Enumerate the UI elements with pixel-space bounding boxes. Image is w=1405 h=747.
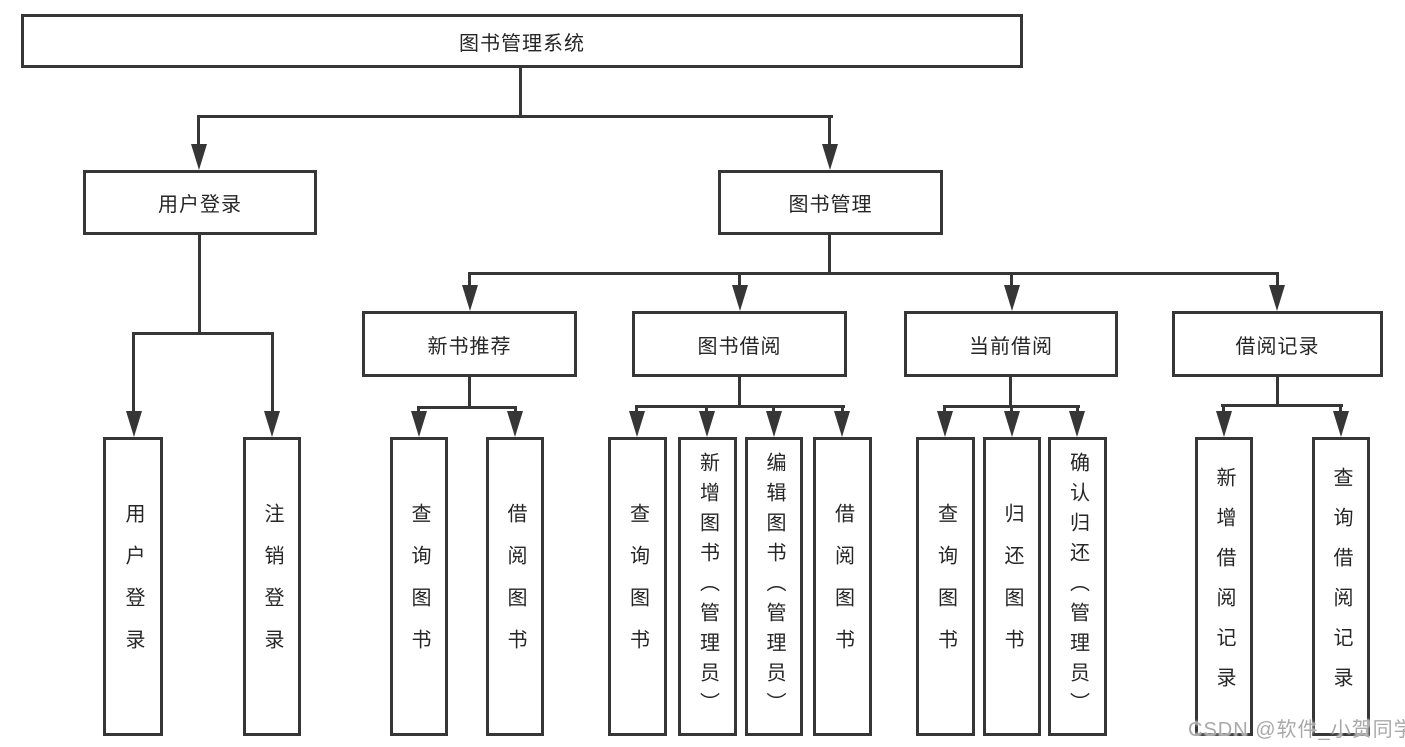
leaf-add-books-admin-label: 新增图书（管理员）: [696, 451, 719, 722]
leaf-query-borrow-record: 查询借阅记录: [1312, 437, 1370, 736]
leaf-query-books-recommend-label: 查询图书: [408, 502, 430, 671]
leaf-user-login: 用户登录: [103, 437, 163, 736]
node-current-borrowing-label: 当前借阅: [969, 335, 1053, 358]
leaf-borrow-books-recommend: 借阅图书: [486, 437, 544, 736]
arrowhead-icon: [699, 411, 715, 437]
arrowhead-icon: [1004, 285, 1020, 311]
connector-line: [519, 66, 522, 117]
connector-line: [705, 405, 708, 414]
node-borrowing-records: 借阅记录: [1172, 311, 1383, 377]
connector-line: [772, 405, 775, 414]
connector-line: [417, 406, 517, 409]
leaf-borrow-books-recommend-label: 借阅图书: [504, 502, 526, 671]
connector-line: [1010, 272, 1013, 288]
node-book-borrowing: 图书借阅: [632, 311, 847, 377]
connector-line: [417, 406, 420, 414]
connector-line: [1010, 405, 1013, 414]
connector-line: [1276, 272, 1279, 288]
leaf-query-books-recommend: 查询图书: [390, 437, 448, 736]
leaf-add-borrow-record-label: 新增借阅记录: [1213, 466, 1235, 707]
connector-line: [132, 332, 135, 413]
connector-line: [738, 377, 741, 408]
connector-line: [828, 115, 831, 149]
arrowhead-icon: [766, 411, 782, 437]
connector-line: [1221, 404, 1343, 407]
arrowhead-icon: [1004, 411, 1020, 437]
leaf-query-borrow-record-label: 查询借阅记录: [1330, 466, 1352, 707]
connector-line: [197, 115, 200, 149]
leaf-add-borrow-record: 新增借阅记录: [1195, 437, 1253, 736]
node-new-book-recommendation: 新书推荐: [362, 311, 577, 377]
leaf-edit-books-admin-label: 编辑图书（管理员）: [763, 451, 785, 722]
leaf-borrow-books-label: 借阅图书: [831, 502, 854, 671]
node-new-book-recommendation-label: 新书推荐: [427, 335, 512, 358]
arrowhead-icon: [126, 411, 142, 437]
leaf-query-books-current-label: 查询图书: [934, 502, 957, 671]
connector-line: [943, 405, 946, 414]
node-library-system: 图书管理系统: [21, 14, 1023, 68]
connector-line: [1276, 377, 1279, 407]
arrowhead-icon: [822, 144, 838, 170]
arrowhead-icon: [507, 411, 523, 437]
node-book-management-label: 图书管理: [788, 194, 873, 216]
connector-line: [1222, 404, 1225, 414]
connector-line: [841, 405, 844, 414]
watermark: CSDN @软件_小贺同学: [1188, 719, 1405, 741]
arrowhead-icon: [937, 411, 953, 437]
leaf-user-login-label: 用户登录: [122, 502, 144, 671]
leaf-query-books-borrowing: 查询图书: [608, 437, 667, 736]
node-current-borrowing: 当前借阅: [904, 311, 1118, 377]
arrowhead-icon: [264, 411, 280, 437]
leaf-query-books-current: 查询图书: [916, 437, 975, 736]
node-book-borrowing-label: 图书借阅: [697, 335, 782, 358]
arrowhead-icon: [191, 144, 207, 170]
connector-line: [635, 405, 845, 408]
node-library-system-label: 图书管理系统: [459, 32, 585, 55]
connector-line: [828, 235, 831, 275]
connector-line: [132, 332, 274, 335]
connector-line: [271, 332, 274, 413]
leaf-logout-login-label: 注销登录: [261, 502, 283, 671]
arrowhead-icon: [411, 411, 427, 437]
leaf-logout-login: 注销登录: [243, 437, 301, 736]
leaf-confirm-return-admin-label: 确认归还（管理员）: [1066, 451, 1089, 722]
connector-line: [1009, 377, 1012, 408]
arrowhead-icon: [732, 285, 748, 311]
leaf-return-books: 归还图书: [983, 437, 1041, 736]
node-user-login: 用户登录: [83, 170, 317, 235]
node-borrowing-records-label: 借阅记录: [1235, 335, 1320, 358]
node-book-management: 图书管理: [718, 170, 943, 235]
connector-line: [1339, 404, 1342, 414]
arrowhead-icon: [1333, 411, 1349, 437]
connector-line: [468, 272, 1279, 275]
arrowhead-icon: [834, 411, 850, 437]
connector-line: [197, 115, 833, 118]
leaf-confirm-return-admin: 确认归还（管理员）: [1048, 437, 1107, 736]
connector-line: [468, 272, 471, 288]
connector-line: [1076, 405, 1079, 414]
connector-line: [198, 235, 201, 335]
arrowhead-icon: [1069, 411, 1085, 437]
connector-line: [468, 377, 471, 409]
leaf-query-books-borrowing-label: 查询图书: [626, 502, 649, 671]
arrowhead-icon: [629, 411, 645, 437]
leaf-add-books-admin: 新增图书（管理员）: [678, 437, 737, 736]
leaf-edit-books-admin: 编辑图书（管理员）: [745, 437, 803, 736]
arrowhead-icon: [1216, 411, 1232, 437]
connector-line: [738, 272, 741, 288]
leaf-borrow-books: 借阅图书: [813, 437, 872, 736]
connector-line: [514, 406, 517, 414]
connector-line: [635, 405, 638, 414]
arrowhead-icon: [1269, 285, 1285, 311]
leaf-return-books-label: 归还图书: [1001, 502, 1023, 671]
arrowhead-icon: [462, 285, 478, 311]
node-user-login-label: 用户登录: [158, 194, 242, 216]
